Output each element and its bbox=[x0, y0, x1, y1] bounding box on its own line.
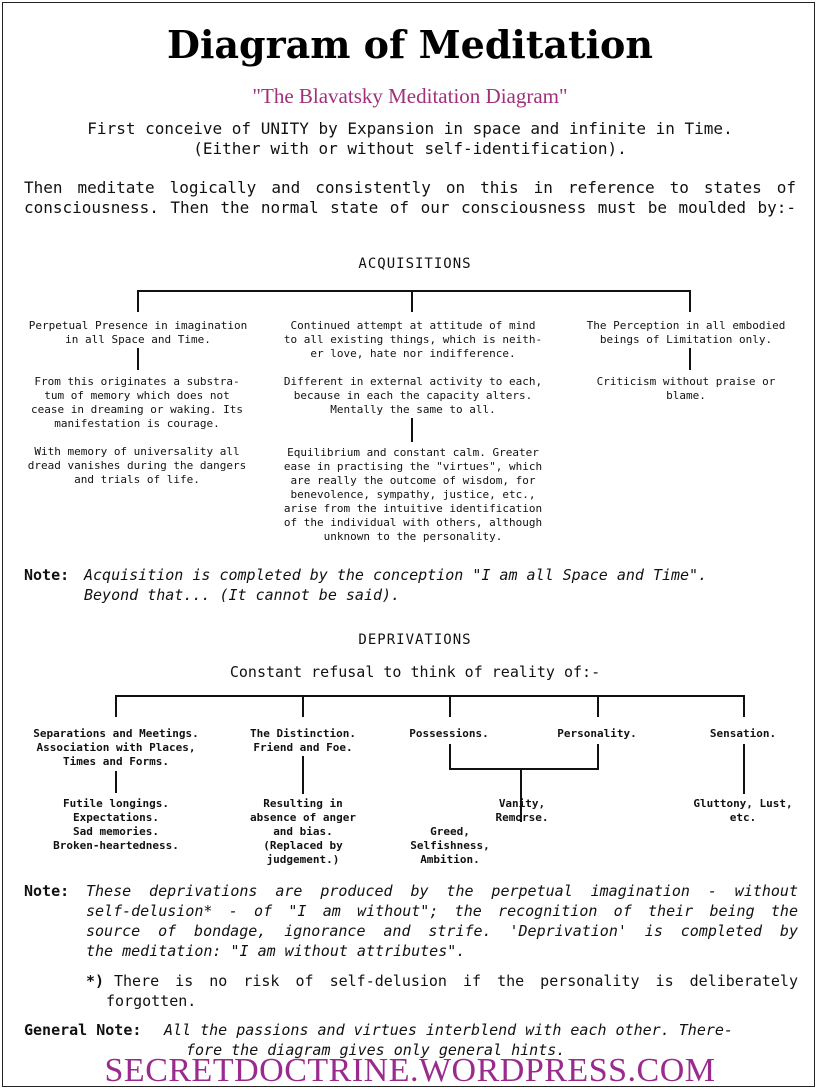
acq-connector-1 bbox=[137, 290, 139, 312]
dep-possessions-connector bbox=[449, 744, 451, 770]
acq-connector-2 bbox=[411, 290, 413, 312]
dep-connector-5 bbox=[743, 695, 745, 717]
intro-paragraph-line-2: consciousness. Then the normal state of … bbox=[24, 198, 796, 217]
acquisitions-branch-line bbox=[137, 290, 691, 292]
website-watermark: SECRETDOCTRINE.WORDPRESS.COM bbox=[104, 1052, 716, 1089]
intro-paragraph-line-1: Then meditate logically and consistently… bbox=[24, 178, 796, 197]
dep-sensation-result: Gluttony, Lust,etc. bbox=[693, 797, 793, 824]
footnote-line-1: There is no risk of self-delusion if the… bbox=[114, 972, 798, 990]
footnote-mark: *) bbox=[86, 972, 105, 990]
page-subtitle: "The Blavatsky Meditation Diagram" bbox=[252, 84, 568, 108]
dep-connector-2 bbox=[302, 695, 304, 717]
general-note-label: General Note: bbox=[24, 1021, 142, 1039]
acquisitions-heading: ACQUISITIONS bbox=[358, 256, 472, 272]
deprivations-subheading: Constant refusal to think of reality of:… bbox=[229, 663, 601, 681]
deprivations-branch-line bbox=[115, 695, 744, 697]
acq-col1-mid: From this originates a substra-tum of me… bbox=[31, 375, 243, 430]
dep-connector-3 bbox=[449, 695, 451, 717]
dep-sensation: Sensation. bbox=[709, 727, 777, 740]
deprivations-note-line-4: the meditation: "I am without attributes… bbox=[86, 942, 466, 960]
intro-line-1: First conceive of UNITY by Expansion in … bbox=[87, 119, 733, 138]
deprivations-heading: DEPRIVATIONS bbox=[358, 632, 472, 648]
dep-distinction: The Distinction.Friend and Foe. bbox=[250, 727, 356, 754]
dep-separations: Separations and Meetings.Association wit… bbox=[33, 727, 199, 768]
acq-col1-connector bbox=[137, 348, 139, 370]
dep-separations-result: Futile longings.Expectations.Sad memorie… bbox=[53, 797, 179, 852]
dep-sensation-connector bbox=[743, 744, 745, 794]
deprivations-note-line-1: These deprivations are produced by the p… bbox=[86, 882, 798, 900]
acq-col3-connector bbox=[689, 348, 691, 370]
acq-col2-mid: Different in external activity to each,b… bbox=[283, 375, 543, 416]
general-note-line-2: fore the diagram gives only general hint… bbox=[186, 1041, 566, 1059]
dep-connector-1 bbox=[115, 695, 117, 717]
dep-vanity: Vanity,Remorse. bbox=[495, 797, 549, 824]
deprivations-note-line-3: source of bondage, ignorance and strife.… bbox=[86, 922, 798, 940]
dep-possessions-personality-join bbox=[449, 768, 599, 770]
dep-connector-4 bbox=[597, 695, 599, 717]
deprivations-note-label: Note: bbox=[24, 882, 70, 900]
dep-personality: Personality. bbox=[557, 727, 637, 740]
dep-greed: Greed,Selfishness,Ambition. bbox=[410, 825, 490, 866]
acq-connector-3 bbox=[689, 290, 691, 312]
acquisitions-note-line-1: Acquisition is completed by the concepti… bbox=[84, 566, 708, 584]
general-note-line-1: All the passions and virtues interblend … bbox=[164, 1021, 733, 1039]
dep-separations-connector bbox=[115, 771, 117, 793]
dep-distinction-connector bbox=[302, 756, 304, 794]
acq-col2-connector bbox=[411, 418, 413, 442]
dep-possessions: Possessions. bbox=[409, 727, 489, 740]
deprivations-note-line-2: self-delusion* - of "I am without"; the … bbox=[86, 902, 798, 920]
page-title: Diagram of Meditation bbox=[167, 22, 653, 67]
footnote-line-2: forgotten. bbox=[106, 992, 197, 1010]
acquisitions-note-line-2: Beyond that... (It cannot be said). bbox=[84, 586, 401, 604]
dep-join-down-line bbox=[520, 768, 522, 822]
acquisitions-note-label: Note: bbox=[24, 566, 70, 584]
dep-personality-connector bbox=[597, 744, 599, 770]
intro-line-2: (Either with or without self-identificat… bbox=[193, 139, 627, 158]
